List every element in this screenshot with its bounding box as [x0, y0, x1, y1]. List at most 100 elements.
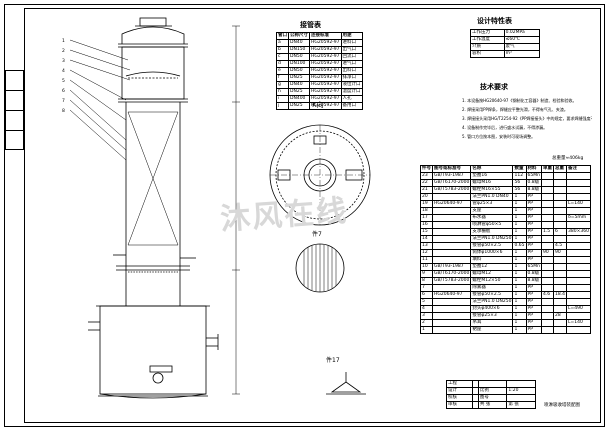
table-cell: 1: [420, 326, 433, 334]
table-cell: 人孔: [340, 95, 363, 103]
table-cell: PP: [525, 326, 542, 334]
table-cell: 螺母M16: [470, 179, 514, 187]
table-cell: 1: [512, 256, 527, 264]
table-cell: GB/T6170-2000: [431, 270, 472, 278]
table-cell: 螺栓M16×55: [470, 186, 514, 194]
table-cell: [431, 319, 472, 327]
table-cell: 4.5: [552, 242, 568, 250]
table-cell: 1: [512, 312, 527, 320]
table-cell: 90: [552, 249, 568, 257]
table-cell: 喷淋管φ50×5: [470, 221, 514, 229]
table-cell: [431, 298, 472, 306]
header-cell: 连接标准: [309, 32, 342, 40]
table-cell: f: [276, 74, 289, 82]
table-cell: PP: [525, 200, 542, 208]
header-cell: 名称: [470, 165, 514, 173]
table-cell: 65Mn: [525, 263, 542, 271]
table-cell: [431, 193, 472, 201]
tech-req-line: 4. 设备制作完毕后，进行盛水试漏，不得渗漏。: [462, 125, 548, 130]
table-cell: [540, 319, 554, 327]
table-cell: HG20592-97: [309, 81, 342, 89]
design-row: 工作温度≤60℃: [470, 36, 541, 44]
table-cell: [431, 242, 472, 250]
table-cell: [566, 179, 591, 187]
table-cell: 14: [420, 235, 433, 243]
table-cell: 65Mn: [525, 172, 542, 180]
table-cell: 比例: [477, 387, 508, 395]
table-cell: 法兰PN1.0 DN250: [470, 298, 514, 306]
table-cell: 液位计口: [340, 81, 363, 89]
table-cell: 筒体φ1000×6: [470, 249, 514, 257]
table-cell: 15: [420, 228, 433, 236]
stamp-cell: [6, 71, 23, 91]
table-cell: GB/T93-1987: [431, 172, 472, 180]
table-cell: [431, 221, 472, 229]
table-cell: 1: [512, 326, 527, 334]
table-cell: 11: [420, 256, 433, 264]
svg-text:3: 3: [62, 58, 65, 64]
section-1-label: 件7: [312, 231, 322, 238]
table-cell: 7: [420, 284, 433, 292]
table-cell: i: [276, 95, 289, 103]
table-cell: [552, 263, 568, 271]
table-cell: HG20592-97: [309, 53, 342, 61]
table-cell: [552, 221, 568, 229]
table-cell: [540, 200, 554, 208]
table-cell: g: [276, 81, 289, 89]
table-cell: HG20592-97: [309, 88, 342, 96]
outer-frame: [4, 4, 605, 427]
table-cell: [552, 214, 568, 222]
table-cell: PP: [525, 207, 542, 215]
table-cell: [552, 235, 568, 243]
table-cell: [540, 263, 554, 271]
header-cell: 备注: [566, 165, 591, 173]
table-cell: PP: [525, 291, 542, 299]
table-cell: PP: [525, 221, 542, 229]
table-cell: [566, 291, 591, 299]
table-cell: PP: [525, 235, 542, 243]
table-cell: 8.8级: [525, 277, 542, 285]
table-cell: [540, 270, 554, 278]
table-cell: 5: [420, 298, 433, 306]
table-cell: 接管φ25×3: [470, 312, 514, 320]
table-cell: DN25: [288, 88, 310, 96]
table-cell: δ=5mm: [566, 214, 591, 222]
table-cell: [431, 207, 472, 215]
table-cell: PP: [525, 228, 542, 236]
stamp-cell: [6, 91, 23, 111]
title-block-row: 审核共 张第 张: [446, 401, 536, 409]
tech-req-list: 1. 本设备按HG20640-97《钢制化工容器》制造、检验和验收。2. 焊接采…: [462, 96, 592, 141]
table-cell: DN50: [288, 53, 310, 61]
total-weight: 总重量≈406kg: [552, 156, 584, 161]
table-cell: 回流口: [340, 53, 363, 61]
table-cell: 56: [512, 179, 527, 187]
table-cell: 380×360: [566, 228, 591, 236]
table-cell: [540, 326, 554, 334]
svg-text:7: 7: [62, 98, 65, 104]
table-cell: 90: [540, 249, 554, 257]
table-cell: 第 张: [506, 401, 536, 409]
table-cell: 1: [512, 277, 527, 285]
table-cell: [431, 235, 472, 243]
tech-req-line: 2. 焊接采用PP焊条，焊缝应平整光滑，不得有气孔、夹渣。: [462, 107, 568, 112]
header-cell: 管口: [276, 32, 289, 40]
table-cell: 校核: [446, 394, 473, 402]
svg-text:5: 5: [62, 78, 65, 84]
table-cell: [552, 298, 568, 306]
table-cell: 2: [420, 319, 433, 327]
tech-req-line: 3. 焊接接头采用HG/T2254-92《PP焊接接头》中的规定，要求焊缝强度不…: [462, 116, 592, 121]
table-cell: 13: [420, 242, 433, 250]
table-cell: 螺栓M12×50: [470, 277, 514, 285]
table-cell: 1: [512, 305, 527, 313]
